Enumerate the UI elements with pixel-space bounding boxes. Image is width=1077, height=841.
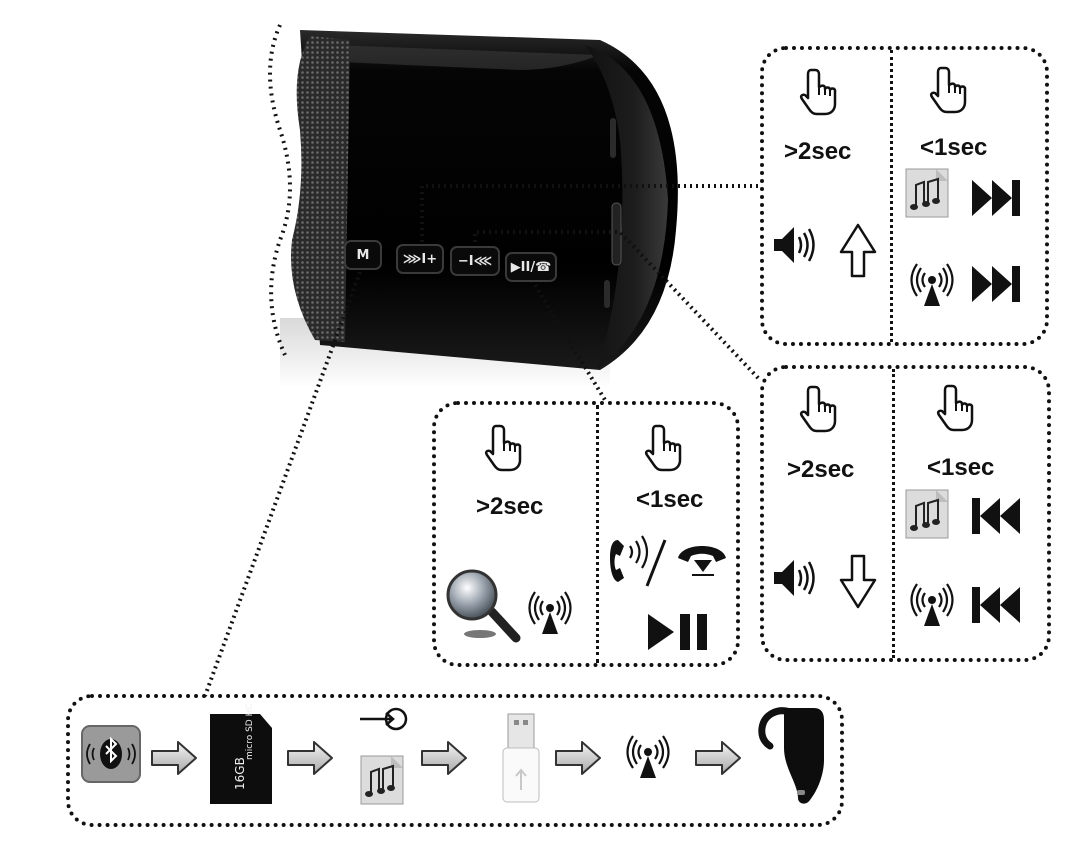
prev-volume-down-button[interactable]: −I⋘ bbox=[450, 246, 500, 276]
search-magnifier-icon bbox=[446, 569, 521, 643]
play-pause-call-button[interactable]: ▶II/☎ bbox=[505, 252, 557, 282]
long-press-label: >2sec bbox=[476, 493, 544, 520]
long-press-label: >2sec bbox=[784, 138, 852, 165]
panel-volume-up-graphics bbox=[772, 66, 1020, 308]
device-body bbox=[300, 30, 678, 370]
phone-hangup-icon bbox=[678, 546, 726, 576]
cut-edge-line bbox=[268, 24, 292, 356]
next-volume-up-button[interactable]: ⋙I+ bbox=[396, 244, 444, 274]
device-end-cap bbox=[585, 45, 668, 368]
device-top-highlight bbox=[330, 45, 600, 70]
arrow-up-icon bbox=[839, 223, 877, 278]
panel-divider bbox=[892, 369, 895, 658]
mode-button[interactable]: M bbox=[344, 240, 382, 270]
panel-divider bbox=[596, 405, 599, 663]
svg-text:micro SD HC: micro SD HC bbox=[245, 703, 255, 760]
usb-drive-icon bbox=[502, 713, 540, 803]
short-press-label: <1sec bbox=[927, 454, 995, 481]
microsd-card-icon: micro SD HC 16GB bbox=[210, 703, 272, 804]
short-press-label: <1sec bbox=[636, 486, 704, 513]
short-press-label: <1sec bbox=[920, 134, 988, 161]
sd-card-capacity: 16GB bbox=[233, 757, 247, 790]
panel-play-pause-graphics bbox=[446, 424, 726, 650]
slash-separator bbox=[645, 539, 667, 587]
bluetooth-icon bbox=[81, 725, 141, 783]
panel-volume-down-prev bbox=[760, 365, 1051, 662]
side-slot-upper bbox=[610, 118, 616, 158]
leader-volume-up bbox=[420, 184, 760, 254]
panel-volume-down-graphics bbox=[772, 384, 1020, 628]
long-press-label: >2sec bbox=[787, 456, 855, 483]
panel-divider bbox=[890, 50, 893, 342]
speaker-grille bbox=[290, 36, 350, 342]
speaker-device-photo bbox=[268, 24, 678, 388]
audio-file-in-icon bbox=[360, 707, 408, 805]
mode-sequence-panel bbox=[66, 694, 844, 827]
panel-volume-up-next bbox=[760, 46, 1049, 346]
arrow-down-icon bbox=[839, 554, 877, 609]
side-slot bbox=[604, 280, 610, 308]
headset-icon bbox=[758, 707, 824, 804]
phone-ring-icon bbox=[610, 535, 649, 582]
mode-sequence-graphics: micro SD HC 16GB bbox=[81, 703, 824, 805]
leader-lines bbox=[203, 184, 762, 697]
play-pause-icon bbox=[648, 614, 707, 650]
panel-play-pause-call bbox=[432, 401, 740, 667]
